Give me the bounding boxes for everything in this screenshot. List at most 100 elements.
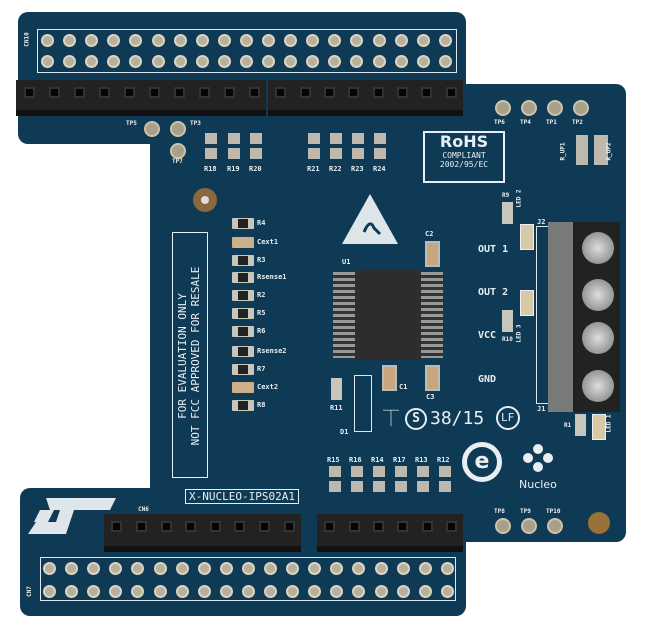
header-pin[interactable]	[418, 585, 432, 598]
female-header-top-right[interactable]	[268, 80, 463, 116]
header-pin[interactable]	[109, 562, 123, 575]
header-pin[interactable]	[43, 585, 56, 598]
test-point-tp1[interactable]	[547, 100, 563, 116]
header-pin[interactable]	[328, 55, 342, 68]
header-pin[interactable]	[195, 34, 209, 47]
header-pin[interactable]	[396, 562, 410, 575]
header-pin[interactable]	[352, 562, 366, 575]
test-point-tp8[interactable]	[495, 518, 511, 534]
header-pin[interactable]	[219, 562, 233, 575]
header-pin[interactable]	[374, 562, 388, 575]
header-pin[interactable]	[173, 34, 187, 47]
test-point-tp5[interactable]	[144, 121, 160, 137]
female-header-bottom-right[interactable]	[317, 514, 463, 552]
header-pin[interactable]	[262, 55, 275, 68]
header-pin[interactable]	[330, 585, 344, 598]
header-pin[interactable]	[219, 585, 233, 598]
header-pin[interactable]	[286, 562, 300, 575]
header-pin[interactable]	[43, 562, 56, 575]
header-pin[interactable]	[153, 585, 167, 598]
header-pin[interactable]	[63, 55, 77, 68]
header-pin[interactable]	[394, 34, 408, 47]
socket-hole	[372, 521, 384, 532]
header-pin[interactable]	[372, 34, 386, 47]
female-header-top-left[interactable]	[16, 80, 266, 116]
header-pin[interactable]	[65, 562, 79, 575]
socket-hole	[397, 521, 409, 532]
header-pin[interactable]	[440, 585, 454, 598]
header-pin[interactable]	[330, 562, 344, 575]
header-pin[interactable]	[175, 562, 189, 575]
header-pin[interactable]	[328, 34, 342, 47]
header-pin[interactable]	[418, 562, 432, 575]
header-pin[interactable]	[286, 585, 300, 598]
header-pin[interactable]	[85, 55, 99, 68]
header-pin[interactable]	[131, 562, 145, 575]
header-pin[interactable]	[87, 585, 101, 598]
header-pin[interactable]	[308, 585, 322, 598]
header-pin[interactable]	[107, 34, 121, 47]
test-point-tp9[interactable]	[521, 518, 537, 534]
header-pin[interactable]	[264, 562, 277, 575]
test-point-tp2[interactable]	[573, 100, 589, 116]
header-pin[interactable]	[197, 562, 211, 575]
header-pin[interactable]	[239, 55, 253, 68]
header-pin[interactable]	[197, 585, 211, 598]
header-pin[interactable]	[85, 34, 99, 47]
header-pin[interactable]	[151, 55, 165, 68]
header-pin[interactable]	[264, 585, 277, 598]
test-point-tp4[interactable]	[521, 100, 537, 116]
screw-icon[interactable]	[582, 322, 614, 354]
header-pin[interactable]	[241, 585, 255, 598]
screw-icon[interactable]	[582, 370, 614, 402]
female-header-bottom-left[interactable]	[104, 514, 301, 552]
r12-label: R12	[437, 456, 450, 464]
header-pin[interactable]	[87, 562, 101, 575]
header-pin[interactable]	[41, 55, 54, 68]
header-pin[interactable]	[239, 34, 253, 47]
header-pin[interactable]	[41, 34, 54, 47]
header-pin[interactable]	[416, 34, 430, 47]
test-point-tp6[interactable]	[495, 100, 511, 116]
header-pin[interactable]	[438, 55, 452, 68]
header-pin[interactable]	[175, 585, 189, 598]
screw-icon[interactable]	[582, 232, 614, 264]
test-point-tp3[interactable]	[170, 121, 186, 137]
header-pin[interactable]	[131, 585, 145, 598]
test-point-tp10[interactable]	[547, 518, 563, 534]
header-pin[interactable]	[372, 55, 386, 68]
tp3-label: TP3	[190, 120, 201, 127]
header-pin[interactable]	[394, 55, 408, 68]
header-pin[interactable]	[306, 34, 320, 47]
header-pin[interactable]	[217, 34, 231, 47]
header-pin[interactable]	[284, 34, 298, 47]
header-pin[interactable]	[217, 55, 231, 68]
header-pin[interactable]	[65, 585, 79, 598]
test-point-tp7[interactable]	[170, 143, 186, 159]
header-pin[interactable]	[195, 55, 209, 68]
header-pin[interactable]	[416, 55, 430, 68]
screw-terminal-block[interactable]	[548, 222, 620, 412]
header-pin[interactable]	[374, 585, 388, 598]
header-pin[interactable]	[306, 55, 320, 68]
screw-icon[interactable]	[582, 279, 614, 311]
header-pin[interactable]	[440, 562, 454, 575]
header-pin[interactable]	[284, 55, 298, 68]
header-pin[interactable]	[63, 34, 77, 47]
header-pin[interactable]	[153, 562, 167, 575]
header-pin[interactable]	[438, 34, 452, 47]
header-pin[interactable]	[350, 55, 364, 68]
header-pin[interactable]	[129, 34, 143, 47]
header-pin[interactable]	[352, 585, 366, 598]
header-pin[interactable]	[396, 585, 410, 598]
header-pin[interactable]	[308, 562, 322, 575]
mounting-hole-right	[588, 512, 610, 534]
header-pin[interactable]	[241, 562, 255, 575]
header-pin[interactable]	[151, 34, 165, 47]
header-pin[interactable]	[173, 55, 187, 68]
header-pin[interactable]	[107, 55, 121, 68]
header-pin[interactable]	[262, 34, 275, 47]
header-pin[interactable]	[350, 34, 364, 47]
header-pin[interactable]	[109, 585, 123, 598]
header-pin[interactable]	[129, 55, 143, 68]
